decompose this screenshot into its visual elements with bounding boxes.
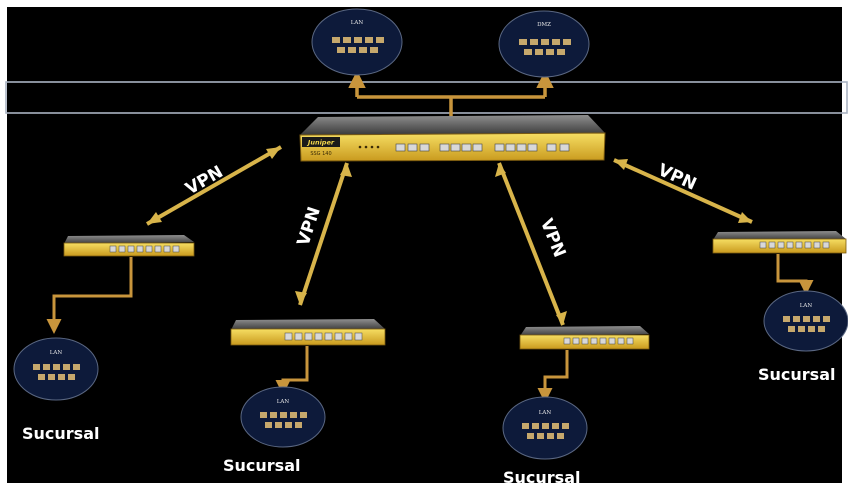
vpn-links xyxy=(146,145,753,326)
branch-firewall-1 xyxy=(63,235,195,257)
lan-cloud-branch-2: LAN xyxy=(240,386,326,448)
branch-lan-connectors xyxy=(46,254,814,403)
core-firewall-device: Juniper SSG 140 xyxy=(299,115,606,162)
lan-cloud-branch-1: LAN xyxy=(13,337,99,401)
vpn-link-2 xyxy=(295,162,352,306)
core-device-ports xyxy=(395,143,570,152)
branch-firewall-4 xyxy=(712,231,847,254)
branch-caption-2: Sucursal xyxy=(223,456,300,475)
workstations-icon xyxy=(33,364,80,380)
dmz-cloud-top: DMZ xyxy=(498,10,590,78)
core-uplink-connectors xyxy=(348,70,554,120)
vpn-link-4 xyxy=(613,158,753,224)
branch-caption-1: Sucursal xyxy=(22,424,99,443)
branch-caption-3: Sucursal xyxy=(503,468,580,483)
core-device-brand: Juniper xyxy=(306,139,335,147)
lan-cloud-branch-4: LAN xyxy=(763,290,848,352)
lan-cloud-branch-3: LAN xyxy=(502,396,588,460)
workstations-icon xyxy=(332,37,384,53)
workstations-icon xyxy=(519,39,571,55)
lan-cloud-branch-1-label: LAN xyxy=(50,350,63,356)
lan-cloud-top: LAN xyxy=(311,8,403,76)
core-device-model: SSG 140 xyxy=(310,151,331,157)
vpn-link-3 xyxy=(495,162,567,326)
workstations-icon xyxy=(783,316,830,332)
perimeter-band xyxy=(5,81,848,114)
lan-cloud-branch-3-label: LAN xyxy=(539,410,552,416)
lan-cloud-top-label: LAN xyxy=(351,20,364,26)
workstations-icon xyxy=(260,412,307,428)
dmz-cloud-top-label: DMZ xyxy=(537,22,551,28)
branch-firewall-2 xyxy=(230,319,386,346)
workstations-icon xyxy=(522,423,569,439)
branch-caption-4: Sucursal xyxy=(758,365,835,384)
vpn-link-1 xyxy=(146,145,282,226)
lan-cloud-branch-2-label: LAN xyxy=(277,399,290,405)
branch-firewall-3 xyxy=(519,326,650,350)
core-device-leds xyxy=(358,145,380,149)
lan-cloud-branch-4-label: LAN xyxy=(800,303,813,309)
